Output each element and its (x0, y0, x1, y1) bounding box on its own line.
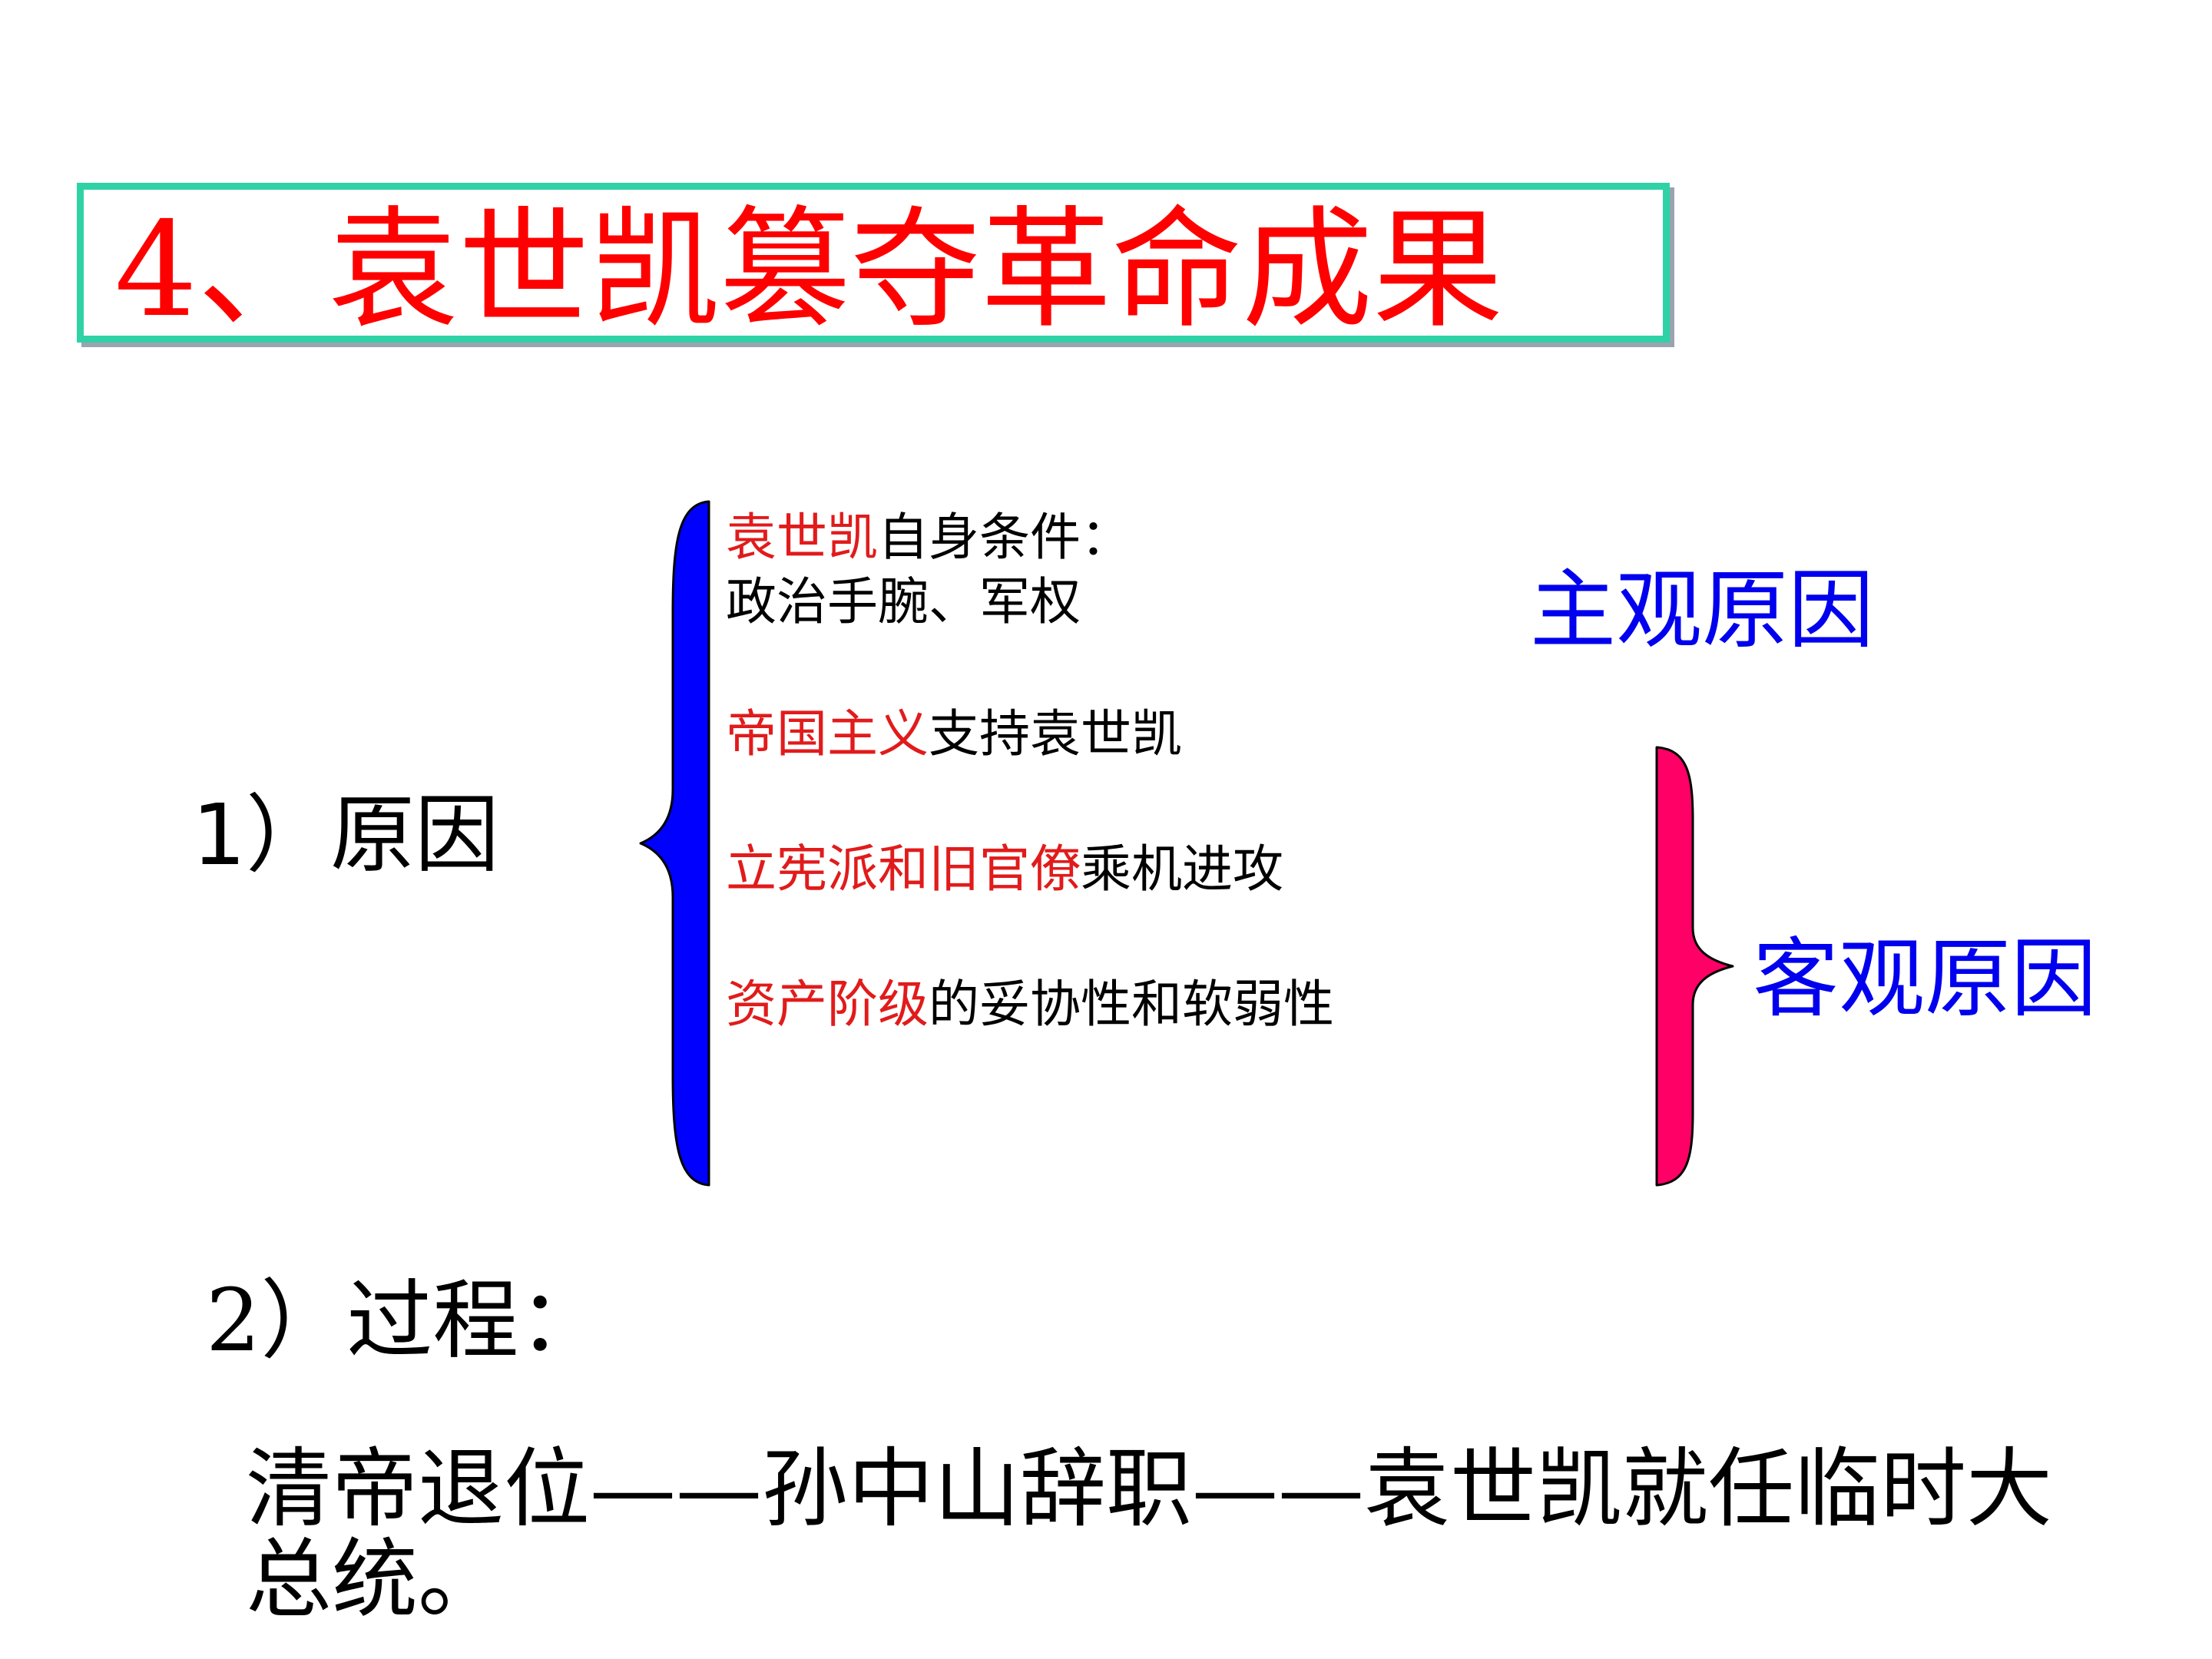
reason-item-4: 资产阶级的妥协性和软弱性 (726, 972, 1334, 1037)
reason-3-rest: 乘机进攻 (1081, 839, 1283, 899)
reason-item-1: 袁世凯自身条件： 政治手腕、军权 (726, 505, 1131, 634)
left-brace (636, 498, 713, 1189)
title-box: 4、袁世凯篡夺革命成果 (77, 183, 1670, 343)
reason-1-highlight: 袁世凯 (726, 508, 878, 567)
reason-1-rest: 自身条件： (878, 508, 1131, 567)
reason-4-highlight: 资产阶级 (726, 975, 929, 1034)
section-2-label: 2）过程： (206, 1271, 605, 1371)
slide-title: 4、袁世凯篡夺革命成果 (114, 194, 1504, 346)
section-1-label: 1）原因 (192, 785, 499, 885)
reason-2-rest: 支持袁世凯 (929, 704, 1182, 763)
reason-2-highlight: 帝国主义 (726, 704, 929, 763)
section-1-number: 1） (192, 786, 330, 884)
reason-item-2: 帝国主义支持袁世凯 (726, 702, 1182, 767)
reason-4-rest: 的妥协性和软弱性 (929, 975, 1334, 1034)
reason-3-highlight: 立宪派和旧官僚 (726, 839, 1081, 899)
reason-item-3: 立宪派和旧官僚乘机进攻 (726, 837, 1283, 902)
process-text: 清帝退位——孙中山辞职——袁世凯就任临时大总统。 (246, 1439, 2052, 1630)
section-1-text: 原因 (330, 786, 499, 884)
subjective-reason-label: 主观原因 (1530, 561, 1874, 661)
objective-reason-label: 客观原因 (1753, 929, 2097, 1029)
right-brace (1653, 743, 1737, 1189)
reason-1-line2: 政治手腕、军权 (726, 572, 1081, 631)
